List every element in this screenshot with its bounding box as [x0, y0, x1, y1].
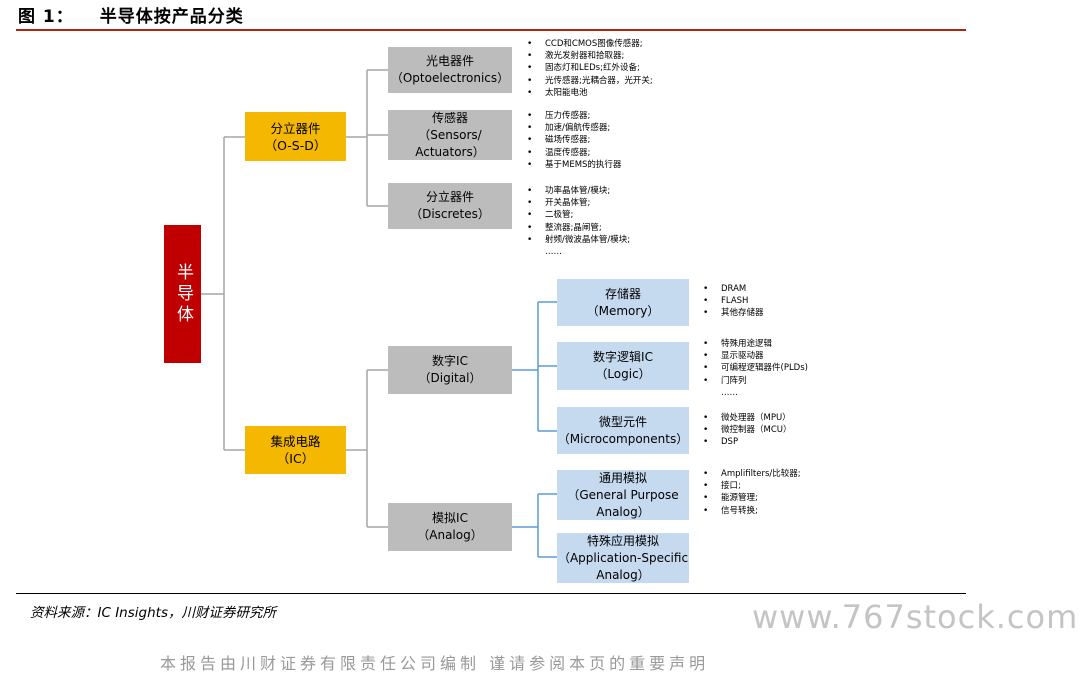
general-en1: （General Purpose: [567, 487, 679, 502]
watermark: www.767stock.com: [752, 598, 1079, 636]
memory-node: 存储器 （Memory）: [557, 279, 689, 326]
micro-node: 微型元件 （Microcomponents）: [557, 407, 689, 454]
discretes-items: 功率晶体管/模块; 开关晶体管; 二极管; 整流器;晶闸管; 射频/微波晶体管/…: [527, 185, 630, 258]
list-item: 激光发射器和拾取器;: [527, 50, 653, 62]
sensors-items: 压力传感器; 加速/偏航传感器; 磁场传感器; 温度传感器; 基于MEMS的执行…: [527, 110, 621, 171]
list-item: FLASH: [703, 295, 764, 307]
list-item: 能源管理;: [703, 492, 801, 504]
ic-node: 集成电路 （IC）: [245, 426, 346, 474]
logic-en: （Logic）: [595, 367, 651, 381]
list-ellipsis: ……: [721, 387, 738, 398]
micro-name: 微型元件: [598, 414, 647, 429]
list-item: 二极管;: [527, 209, 630, 221]
list-item: Amplifilters/比较器;: [703, 468, 801, 480]
figure-title: 图 1： 半导体按产品分类: [18, 2, 244, 27]
list-item: 微处理器（MPU）: [703, 412, 792, 424]
micro-en: （Microcomponents）: [557, 431, 689, 446]
figure-caption: 半导体按产品分类: [99, 7, 244, 27]
figure-label: 图 1：: [18, 7, 74, 27]
sensors-en2: Actuators）: [415, 144, 485, 159]
opto-items: CCD和CMOS图像传感器; 激光发射器和拾取器; 固态灯和LEDs;红外设备;…: [527, 38, 653, 99]
memory-items: DRAM FLASH 其他存储器: [703, 283, 764, 320]
source-rule: [16, 593, 966, 594]
list-item: 可编程逻辑器件(PLDs): [703, 362, 808, 374]
list-item: DSP: [703, 436, 792, 448]
memory-name: 存储器: [604, 286, 641, 301]
digital-name: 数字IC: [432, 354, 468, 368]
list-item: 功率晶体管/模块;: [527, 185, 630, 197]
analog-en: （Analog）: [417, 528, 483, 542]
list-item: 加速/偏航传感器;: [527, 122, 621, 134]
logic-node: 数字逻辑IC （Logic）: [557, 342, 689, 390]
list-item: 显示驱动器: [703, 350, 808, 362]
cutoff-text: 本报告由川财证券有限责任公司编制 谨请参阅本页的重要声明: [160, 654, 710, 673]
list-item: 压力传感器;: [527, 110, 621, 122]
list-item: 磁场传感器;: [527, 134, 621, 146]
list-item: 开关晶体管;: [527, 197, 630, 209]
list-item: 其他存储器: [703, 307, 764, 319]
digital-en: （Digital）: [418, 371, 482, 385]
list-item: 特殊用途逻辑: [703, 338, 808, 350]
general-analog-items: Amplifilters/比较器; 接口; 能源管理; 信号转换;: [703, 468, 801, 517]
list-item: CCD和CMOS图像传感器;: [527, 38, 653, 50]
sensors-node: 传感器 （Sensors/ Actuators）: [388, 110, 512, 160]
analog-name: 模拟IC: [432, 511, 468, 525]
opto-node: 光电器件 （Optoelectronics）: [388, 47, 512, 93]
list-item: 射频/微波晶体管/模块;: [527, 234, 630, 246]
osd-en: （O-S-D）: [264, 137, 327, 153]
list-item: DRAM: [703, 283, 764, 295]
specific-en1: （Application-Specific: [557, 550, 689, 565]
title-rule: [16, 29, 966, 31]
ic-name: 集成电路: [270, 434, 321, 449]
ic-en: （IC）: [276, 451, 315, 466]
list-item: 温度传感器;: [527, 147, 621, 159]
micro-items: 微处理器（MPU） 微控制器（MCU） DSP: [703, 412, 792, 449]
list-ellipsis: ……: [545, 247, 562, 258]
osd-node: 分立器件 （O-S-D）: [245, 112, 346, 161]
general-name: 通用模拟: [598, 470, 647, 485]
general-analog-node: 通用模拟 （General Purpose Analog）: [557, 470, 689, 520]
general-en2: Analog）: [596, 504, 650, 519]
memory-en: （Memory）: [586, 303, 660, 318]
sensors-name: 传感器: [431, 110, 468, 125]
analog-node: 模拟IC （Analog）: [388, 503, 512, 551]
list-item: 基于MEMS的执行器: [527, 159, 621, 171]
logic-name: 数字逻辑IC: [593, 350, 653, 364]
source-note: 资料来源：IC Insights，川财证券研究所: [30, 605, 276, 621]
list-item: 光传感器;光耦合器，光开关;: [527, 75, 653, 87]
discretes-name: 分立器件: [425, 190, 474, 204]
list-item: 微控制器（MCU）: [703, 424, 792, 436]
digital-node: 数字IC （Digital）: [388, 346, 512, 394]
sensors-en1: （Sensors/: [418, 127, 482, 142]
list-item: 信号转换;: [703, 505, 801, 517]
specific-en2: Analog）: [596, 567, 650, 582]
list-item: 接口;: [703, 480, 801, 492]
specific-analog-node: 特殊应用模拟 （Application-Specific Analog）: [557, 533, 689, 583]
list-item: 太阳能电池: [527, 87, 653, 99]
discretes-node: 分立器件 （Discretes）: [388, 183, 512, 229]
list-item: 固态灯和LEDs;红外设备;: [527, 62, 653, 74]
specific-name: 特殊应用模拟: [586, 533, 659, 548]
opto-en: （Optoelectronics）: [390, 71, 510, 85]
root-label: 半导体: [173, 262, 193, 326]
opto-name: 光电器件: [425, 54, 474, 68]
discretes-en: （Discretes）: [410, 207, 490, 221]
list-item: 门阵列: [703, 375, 808, 387]
osd-name: 分立器件: [270, 120, 321, 136]
logic-items: 特殊用途逻辑 显示驱动器 可编程逻辑器件(PLDs) 门阵列 ……: [703, 338, 808, 399]
list-item: 整流器;晶闸管;: [527, 222, 630, 234]
root-node-semiconductor: 半导体: [164, 225, 201, 363]
